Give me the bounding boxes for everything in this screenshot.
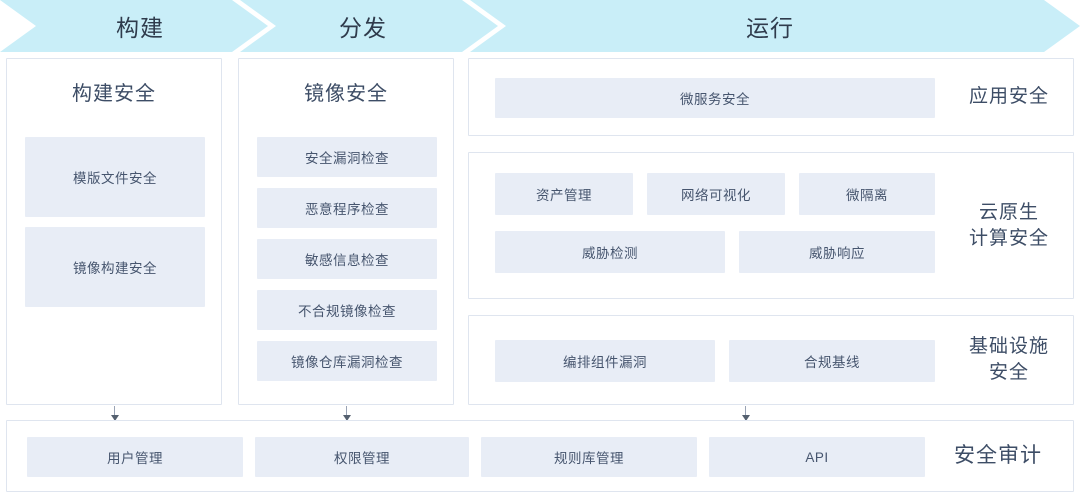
- chip-network-visualization[interactable]: 网络可视化: [647, 173, 785, 215]
- chip-orchestration-component-vulnerability[interactable]: 编排组件漏洞: [495, 340, 715, 382]
- stage-label-distribute[interactable]: 分发: [339, 15, 387, 41]
- chip-threat-response[interactable]: 威胁响应: [739, 231, 935, 273]
- connector-arrow-build-to-audit: [110, 406, 119, 421]
- panel-application-security: 微服务安全 应用安全: [468, 58, 1074, 136]
- side-label-security-audit: 安全审计: [954, 443, 1042, 467]
- panel-title-build-security: 构建安全: [72, 83, 156, 105]
- connector-arrow-runtime-to-audit: [741, 406, 750, 421]
- panel-cloud-native-security-inner: 资产管理 网络可视化 微隔离 威胁检测 威胁响应 云原生 计算安全: [481, 153, 1073, 298]
- chip-sensitive-info-scan[interactable]: 敏感信息检查: [257, 239, 437, 279]
- stage-chevron-distribute: [240, 0, 498, 52]
- chip-vulnerability-scan[interactable]: 安全漏洞检查: [257, 137, 437, 177]
- panel-image-security: 镜像安全 安全漏洞检查 恶意程序检查 敏感信息检查 不合规镜像检查 镜像仓库漏洞…: [238, 58, 454, 405]
- chip-asset-management[interactable]: 资产管理: [495, 173, 633, 215]
- side-label-infrastructure-line2: 安全: [988, 362, 1029, 383]
- side-label-infrastructure-security: 基础设施 安全: [953, 316, 1065, 404]
- side-label-cloud-native-line2: 计算安全: [968, 227, 1049, 249]
- side-label-cloud-native-line1: 云原生: [978, 201, 1039, 223]
- panel-infrastructure-security: 编排组件漏洞 合规基线 基础设施 安全: [468, 315, 1074, 405]
- panel-security-audit: 用户管理 权限管理 规则库管理 API 安全审计: [6, 420, 1074, 492]
- side-label-cloud-native-security: 云原生 计算安全: [953, 153, 1065, 298]
- stage-chevron-run: [470, 0, 1080, 52]
- chip-malware-scan[interactable]: 恶意程序检查: [257, 188, 437, 228]
- stage-banner-shape: [0, 0, 1080, 52]
- chip-image-build-security[interactable]: 镜像构建安全: [25, 227, 205, 307]
- side-label-application-security: 应用安全: [968, 86, 1049, 108]
- stage-chevron-build: [0, 0, 268, 52]
- stage-banner: 构建 分发 运行: [0, 0, 1080, 52]
- chip-user-management[interactable]: 用户管理: [27, 437, 243, 477]
- panel-cloud-native-security: 资产管理 网络可视化 微隔离 威胁检测 威胁响应 云原生 计算安全: [468, 152, 1074, 299]
- chip-template-file-security[interactable]: 模版文件安全: [25, 137, 205, 217]
- panel-build-security: 构建安全 模版文件安全 镜像构建安全: [6, 58, 222, 405]
- chip-micro-segmentation[interactable]: 微隔离: [799, 173, 935, 215]
- connector-arrow-image-to-audit: [342, 406, 351, 421]
- chip-noncompliant-image-scan[interactable]: 不合规镜像检查: [257, 290, 437, 330]
- stage-label-run[interactable]: 运行: [746, 15, 794, 41]
- panel-title-image-security: 镜像安全: [304, 83, 388, 105]
- panel-infrastructure-security-inner: 编排组件漏洞 合规基线 基础设施 安全: [481, 316, 1073, 404]
- stage-label-build[interactable]: 构建: [116, 15, 164, 41]
- chip-compliance-baseline[interactable]: 合规基线: [729, 340, 935, 382]
- panel-application-security-inner: 微服务安全 应用安全: [481, 59, 1073, 135]
- chip-registry-vulnerability-scan[interactable]: 镜像仓库漏洞检查: [257, 341, 437, 381]
- chip-threat-detection[interactable]: 威胁检测: [495, 231, 725, 273]
- side-label-infrastructure-line1: 基础设施: [968, 336, 1049, 358]
- chip-rule-library-management[interactable]: 规则库管理: [481, 437, 697, 477]
- chip-permission-management[interactable]: 权限管理: [255, 437, 469, 477]
- chip-api[interactable]: API: [709, 437, 925, 477]
- chip-microservice-security[interactable]: 微服务安全: [495, 78, 935, 118]
